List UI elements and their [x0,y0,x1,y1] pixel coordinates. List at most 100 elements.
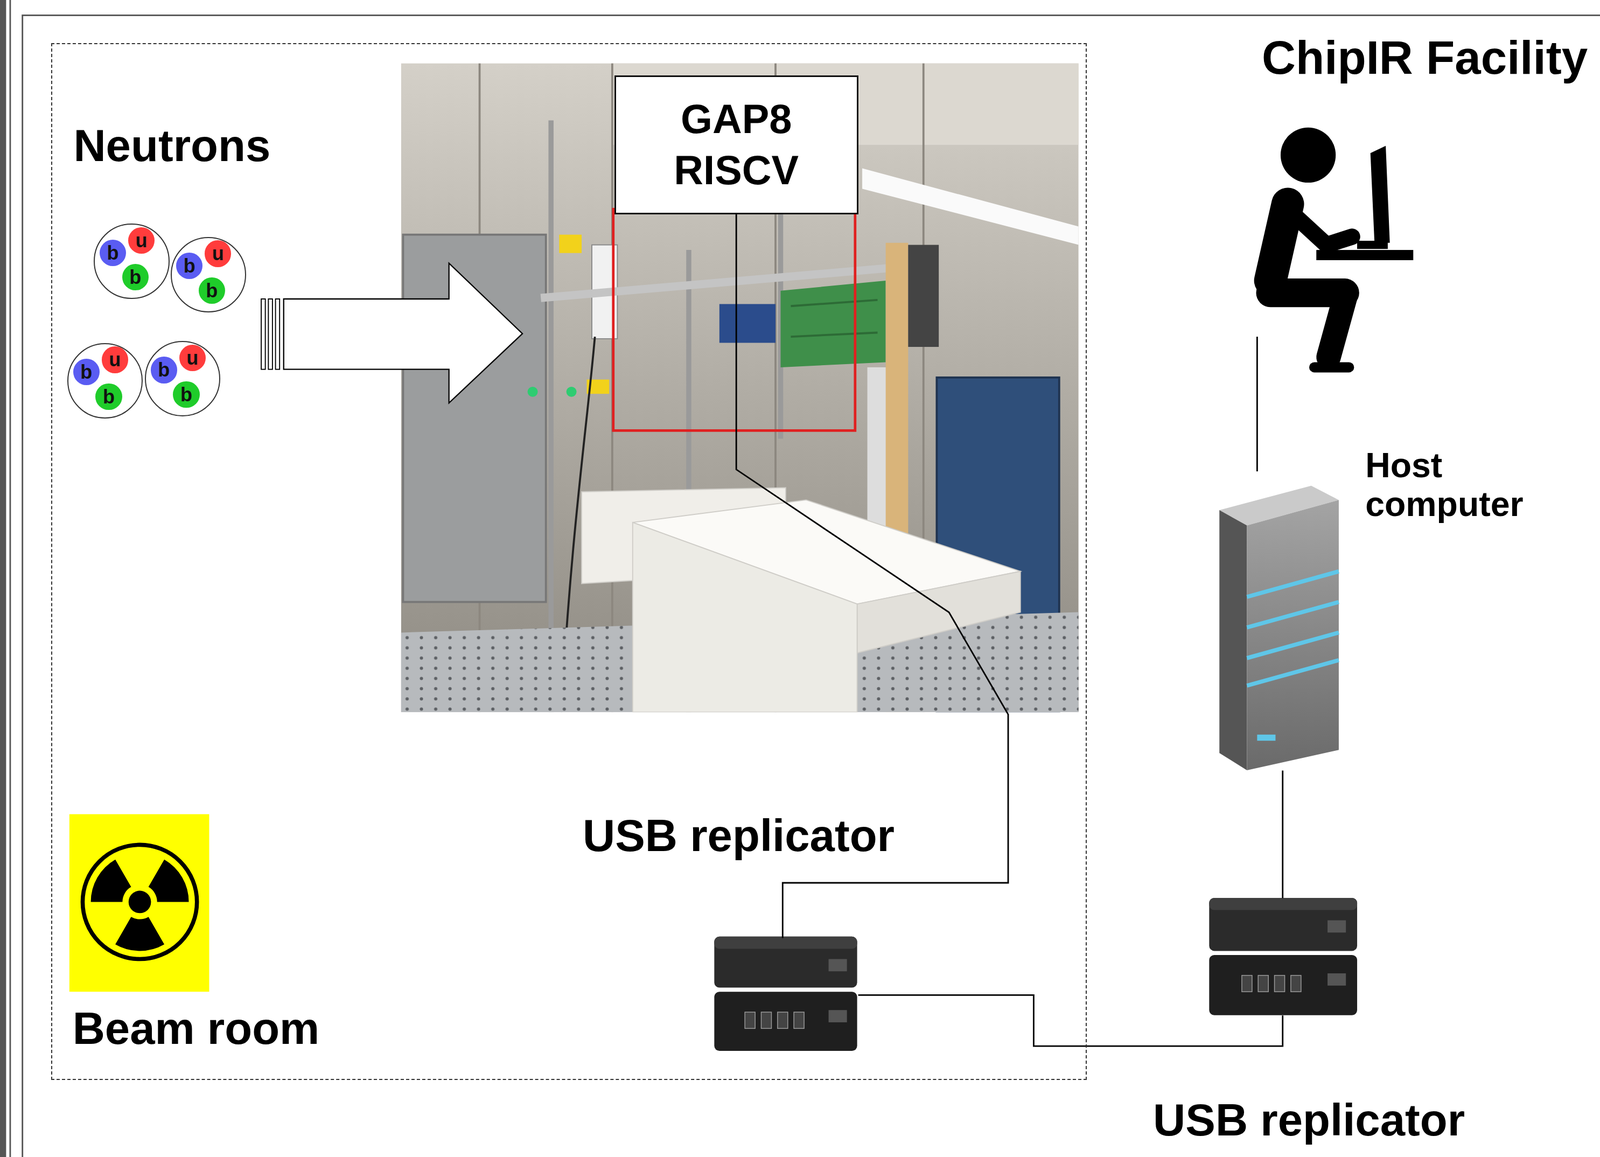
text-holder: b [99,239,127,267]
radiation-sign [69,814,210,992]
usb-unit [714,991,857,1051]
beam-room-photo [401,63,1079,712]
neutron-circle: bub [144,340,221,417]
quark-letter: b [198,277,226,304]
node-label: USB replicator [1153,1094,1465,1145]
usb-replicator: USB replicator [1209,897,1358,1016]
gap8-board [719,303,776,343]
server-icon [1219,485,1339,771]
pcb-trace [790,332,878,338]
usb-port [777,1011,788,1029]
text-holder: ChipIR Facility [1261,30,1588,85]
beam-arrow [283,263,523,404]
indicator-light [527,386,539,397]
usb-port [1258,975,1269,992]
server-light [1246,660,1339,686]
text-holder: USB replicator [582,810,895,861]
neutron-circle: bub [93,223,170,299]
usb-badge [1327,920,1346,933]
quark-letter: u [179,344,206,372]
usb-replicator: USB replicator [715,937,858,1052]
ceiling-light [862,168,1079,246]
text-holder: b [122,263,149,291]
cable-connector [1281,770,1284,899]
operator-head [1280,127,1336,183]
text-holder: u [128,227,155,254]
quark-letter: b [95,383,122,410]
host-computer: Host computer [1219,484,1339,771]
operator-shin [1328,297,1345,358]
usb-unit-top [714,936,857,949]
radiation-ring [82,844,197,959]
radiation-core [128,890,152,914]
node-label: Host computer [1365,445,1570,524]
text-holder: b [172,381,200,408]
neutron-circle: bub [67,343,143,419]
quark-letter: b [99,239,127,267]
stand-pole [548,120,554,713]
operator-icon [1270,127,1414,368]
usb-unit-top [1209,897,1358,911]
server-front [1246,499,1339,771]
usb-badge [828,959,848,972]
radiation-blade [115,916,165,951]
quark-letter: b [122,263,149,291]
operator-link [1256,336,1259,472]
text-holder: USB replicator [1153,1094,1465,1145]
quark-letter: b [172,381,200,408]
quark-letter: u [204,240,232,267]
server-side [1219,509,1247,771]
text-holder: Host computer [1365,445,1570,524]
usb-unit [1209,954,1358,1016]
pcb-trace [790,299,878,306]
server-light [1246,571,1339,597]
usb-unit [1209,897,1358,951]
radiation-blade [91,859,132,903]
text-holder: b [73,358,100,386]
frame-border [22,15,1600,1157]
text-holder: b [150,356,178,383]
server-light [1246,632,1339,658]
monitor [1370,145,1390,243]
server-light [1246,602,1339,628]
quark-letter: b [176,252,203,279]
motion-bar [275,298,281,370]
radiation-blade [148,859,190,903]
keyboard [1357,240,1388,249]
text-holder: Beam room [72,1003,320,1054]
usb-port [760,1011,772,1029]
device-name: GAP8 RISCV [644,93,829,196]
shield-block [857,571,1021,654]
indicator-light [566,386,577,397]
motion-bar [261,298,266,370]
frame-line [9,0,12,1157]
text-holder: u [101,346,129,373]
usb-port [793,1011,805,1029]
quark-letter: b [73,358,100,386]
region-label: Beam room [72,1003,320,1054]
server-led [1256,734,1276,741]
operator-foot [1314,361,1349,373]
warning-sticker [559,234,582,254]
usb-badge [1327,973,1346,986]
operator-arm [1287,208,1352,245]
usb-badge [828,1009,848,1023]
usb-port [1274,975,1285,992]
facility-title: ChipIR Facility [1261,30,1588,85]
beam-room-region: Beam roombubbubbubbubGAP8 RISCVUSB repli… [51,43,1087,1080]
usb-port [744,1011,756,1029]
text-holder: u [179,344,206,372]
desk [1316,249,1414,261]
pcb [780,280,886,368]
quark-letter: b [150,356,178,383]
usb-unit [714,936,857,988]
text-holder: b [95,383,122,410]
free-label: Neutrons [73,120,271,171]
shield-block [632,522,858,712]
device-label-box: GAP8 RISCV [614,75,859,215]
rack-board [907,245,939,347]
motion-bar [268,298,273,370]
neutron-circle: bub [170,236,247,313]
node-label: USB replicator [582,810,895,861]
